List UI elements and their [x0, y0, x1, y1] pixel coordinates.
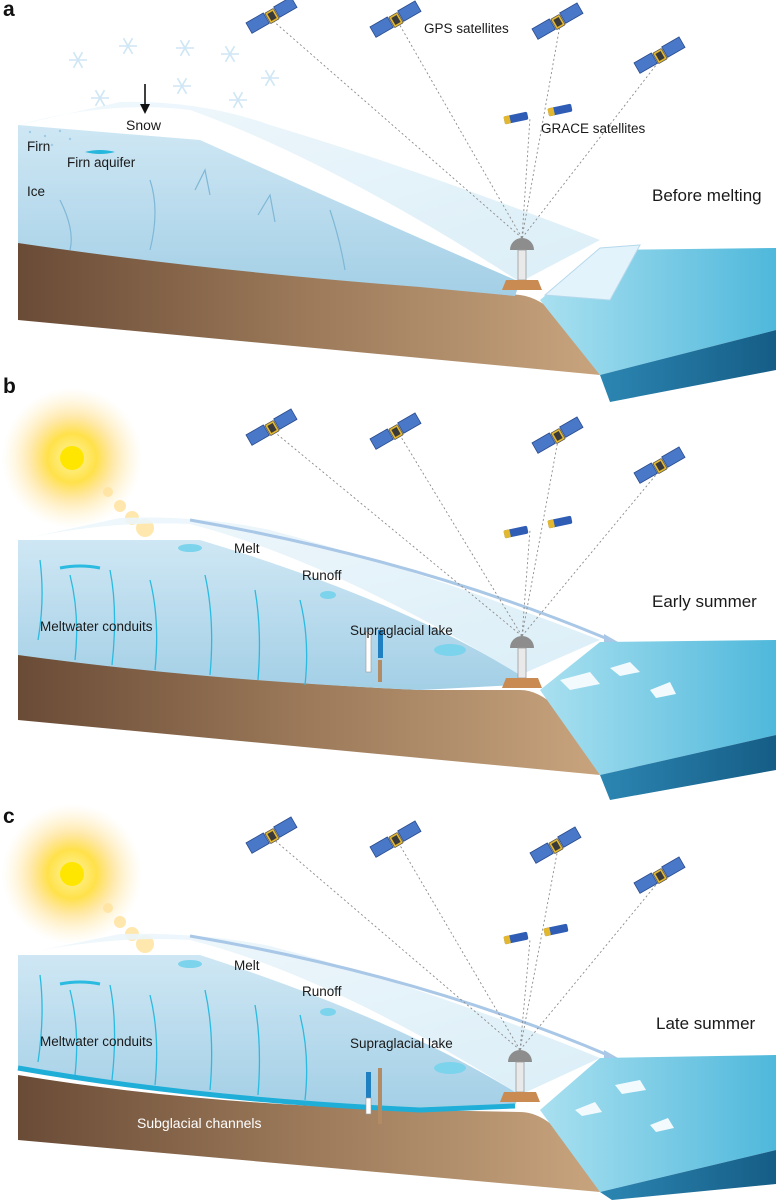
panel-c: c [2, 804, 776, 1200]
melt-pond [320, 1008, 336, 1016]
ocean-surface [540, 640, 776, 775]
water-arrow [366, 1072, 371, 1098]
label-supraglacial-lake: Supraglacial lake [350, 1036, 453, 1051]
firn-aquifer-lens [59, 564, 101, 570]
firn-aquifer-lens [59, 980, 101, 986]
gps-satellite-icon [369, 412, 422, 450]
ice-sheet-body [18, 540, 520, 690]
uplift-arrow [365, 1097, 372, 1115]
firn-aquifer-lens [85, 150, 115, 154]
gps-satellite-icon [369, 0, 422, 38]
meltwater-conduits [37, 559, 308, 686]
gps-satellite-icon [245, 816, 298, 854]
label-firn: Firn [27, 139, 50, 154]
water-arrow [378, 630, 383, 658]
load-arrow [378, 660, 382, 682]
ice-sheet-surface [18, 101, 600, 282]
label-grace-satellites: GRACE satellites [541, 121, 646, 136]
runoff-arrow [189, 934, 611, 1058]
bedrock [18, 1075, 600, 1192]
season-label: Late summer [656, 1014, 756, 1033]
label-meltwater-conduits: Meltwater conduits [40, 619, 153, 634]
gps-satellite-icon [531, 416, 584, 454]
gps-satellite-icon [633, 446, 686, 484]
ocean-side [600, 330, 776, 402]
uplift-arrow [365, 631, 372, 673]
gps-satellite-icon [369, 820, 422, 858]
label-gps-satellites: GPS satellites [424, 21, 509, 36]
supraglacial-lake [434, 644, 466, 656]
icebergs [560, 662, 676, 698]
grace-satellite-icon [547, 103, 573, 117]
arrow-head-icon [140, 104, 150, 114]
ocean-side [600, 735, 776, 800]
glacier-terminus [543, 244, 641, 301]
signal-lines [271, 429, 661, 637]
signal-lines [271, 19, 661, 239]
gps-satellite-icon [245, 408, 298, 446]
snowflakes [68, 37, 280, 109]
gps-satellite-icon [531, 2, 584, 40]
label-supraglacial-lake: Supraglacial lake [350, 623, 453, 638]
season-label: Before melting [652, 186, 762, 205]
ice-sheet-body [18, 955, 520, 1110]
label-runoff: Runoff [302, 568, 342, 583]
panel-letter: a [3, 0, 15, 21]
ocean-side [600, 1150, 776, 1200]
icebergs [575, 1080, 674, 1132]
label-runoff: Runoff [302, 984, 342, 999]
panel-b: b [2, 375, 776, 800]
firn-layer [28, 129, 72, 147]
label-subglacial-channels: Subglacial channels [137, 1115, 262, 1131]
melt-pond [178, 544, 202, 552]
melt-pond [178, 960, 202, 968]
sun-icon [60, 446, 84, 470]
gps-satellite-icon [633, 856, 686, 894]
ice-sheet-surface [18, 517, 600, 675]
label-melt: Melt [234, 958, 260, 973]
supraglacial-lake [434, 1062, 466, 1074]
panel-letter: c [3, 805, 15, 828]
grace-satellite-icon [543, 923, 569, 937]
gps-satellite-icon [245, 0, 298, 34]
season-label: Early summer [652, 592, 757, 611]
gps-satellite-icon [529, 826, 582, 864]
load-arrow [378, 1068, 382, 1124]
label-ice: Ice [27, 184, 45, 199]
panel-letter: b [3, 375, 16, 398]
meltwater-conduits [37, 974, 308, 1101]
grace-satellite-icon [547, 515, 573, 529]
gps-satellite-icon [633, 36, 686, 74]
bedrock [18, 650, 600, 775]
label-melt: Melt [234, 541, 260, 556]
signal-lines [271, 837, 661, 1051]
grace-satellite-icon [503, 931, 529, 945]
label-snow: Snow [126, 117, 162, 133]
ice-sheet-body [18, 125, 520, 296]
ice-sheet-surface [18, 933, 600, 1095]
panel-a: a [3, 0, 776, 402]
runoff-arrow [189, 518, 611, 642]
label-meltwater-conduits: Meltwater conduits [40, 1034, 153, 1049]
grace-satellite-icon [503, 525, 529, 539]
sun-icon [60, 862, 84, 886]
grace-satellite-icon [503, 111, 529, 125]
label-firn-aquifer: Firn aquifer [67, 155, 136, 170]
melt-pond [320, 591, 336, 599]
crevasses [59, 168, 346, 271]
bedrock [18, 240, 600, 375]
